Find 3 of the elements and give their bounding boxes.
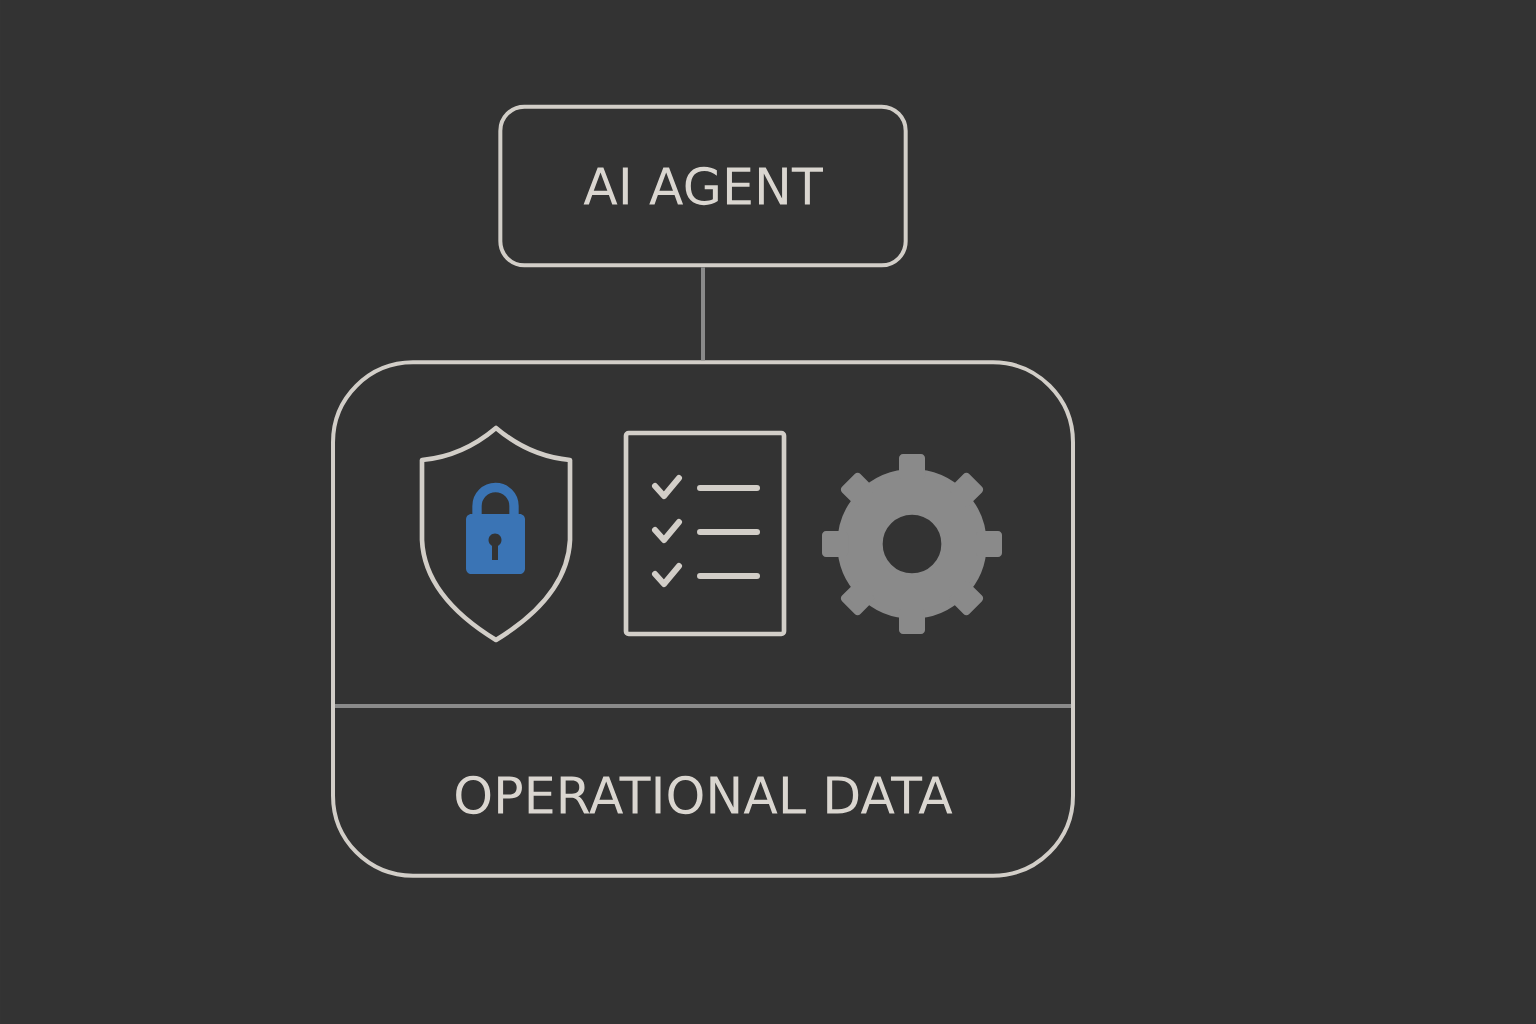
agent-box: AI AGENT (498, 104, 908, 268)
connector-line (701, 267, 705, 361)
data-panel: OPERATIONAL DATA (331, 360, 1075, 878)
